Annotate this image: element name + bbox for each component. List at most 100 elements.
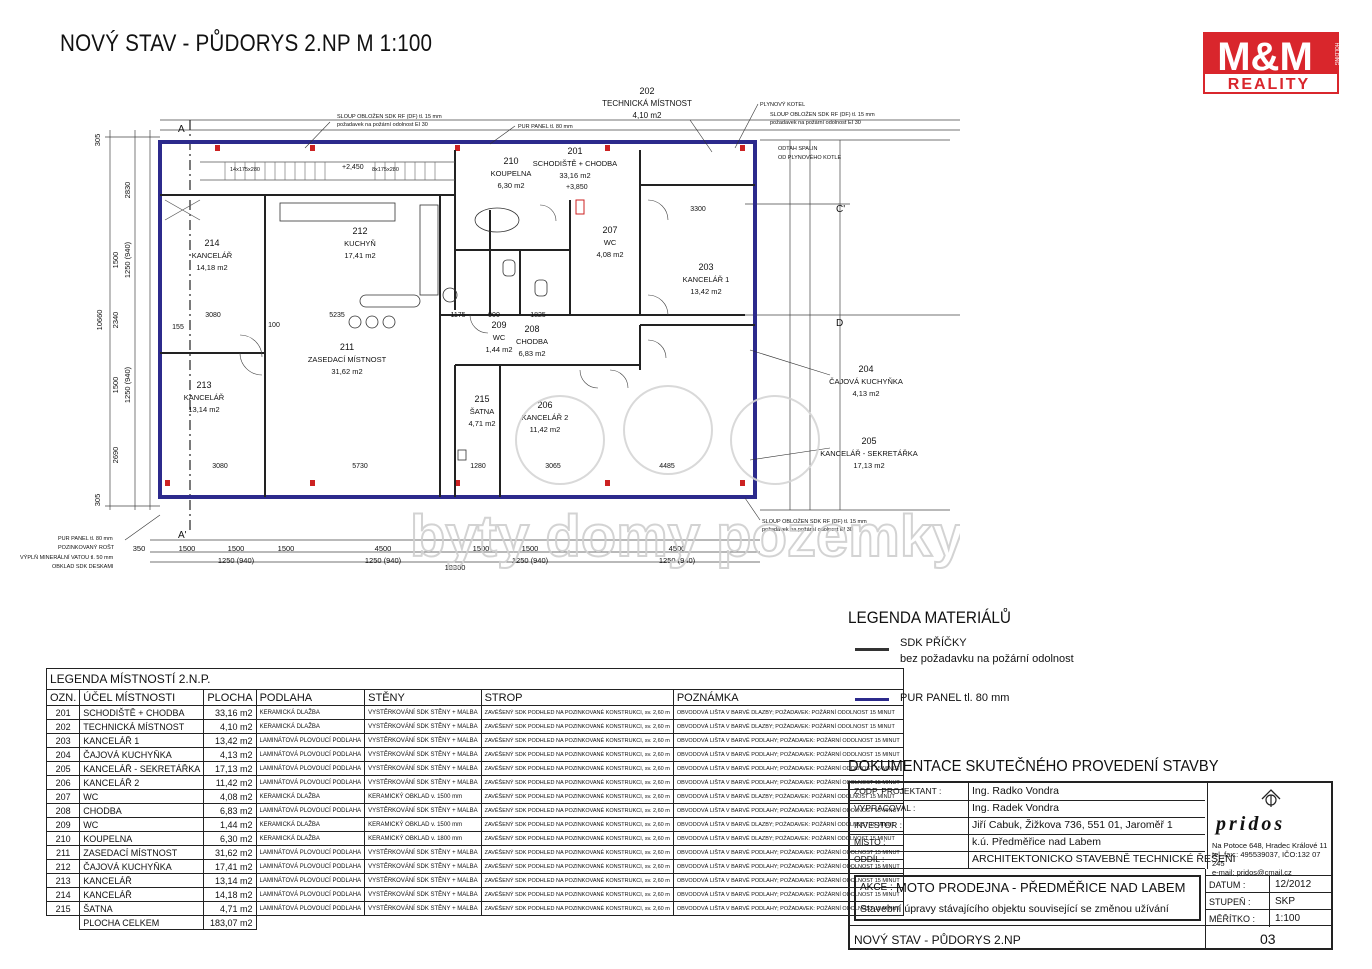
svg-text:1500: 1500 (228, 544, 245, 553)
rooms-header-3: PODLAHA (255, 689, 366, 706)
room-cell: 33,16 m2 (203, 705, 257, 720)
room-cell: 205 (45, 761, 81, 776)
room-211-area: 31,62 m2 (331, 367, 362, 376)
room-cell: KERAMICKÝ OBKLAD v. 1500 mm (364, 817, 482, 832)
room-cell: KERAMICKÝ OBKLAD v. 1800 mm (364, 831, 482, 846)
note-left2: POZINKOVANÝ ROŠT (58, 544, 115, 551)
logo-line2: REALITY (1228, 76, 1310, 93)
room-cell: VYSTĚRKOVÁNÍ SDK STĚNY + MALBA (364, 747, 482, 762)
room-cell: ČAJOVÁ KUCHYŇKA (79, 747, 205, 762)
note-left4: OBKLAD SDK DESKAMI (52, 564, 114, 570)
tb-row-vypracoval: VYPRACOVAL :Ing. Radek Vondra (850, 800, 1205, 818)
room-208-area: 6,83 m2 (518, 349, 545, 358)
svg-text:305: 305 (93, 134, 102, 147)
room-cell: 209 (45, 817, 81, 832)
level1-label: +2,450 (342, 164, 364, 171)
room-203-area: 13,42 m2 (690, 287, 721, 296)
watermark: byty domy pozemky (409, 385, 960, 570)
pridos-logo-block: pridos Na Potoce 648, Hradec Králové 11 … (1207, 783, 1334, 877)
svg-text:900: 900 (488, 312, 500, 319)
svg-text:1280: 1280 (470, 463, 486, 470)
svg-text:305: 305 (93, 494, 102, 507)
room-cell: KERAMICKÁ DLAŽBA (255, 831, 366, 846)
room-cell: LAMINÁTOVÁ PLOVOUCÍ PODLAHA (255, 887, 366, 902)
room-cell: CHODBA (79, 803, 205, 818)
room-cell: KOUPELNA (79, 831, 205, 846)
room-cell: SCHODIŠTĚ + CHODBA (79, 705, 205, 720)
svg-text:4485: 4485 (659, 463, 675, 470)
room-213-area: 13,14 m2 (188, 405, 219, 414)
room-cell: VYSTĚRKOVÁNÍ SDK STĚNY + MALBA (364, 873, 482, 888)
tb-datum: DATUM :12/2012 (1205, 875, 1333, 893)
room-cell: KANCELÁŘ (79, 887, 205, 902)
legend-materials-title: LEGENDA MATERIÁLŮ (848, 608, 1011, 627)
room-214-area: 14,18 m2 (196, 263, 227, 272)
section-a2-label: A' (178, 530, 187, 541)
note-left3: VÝPLŇ MINERÁLNÍ VATOU tl. 50 mm (20, 554, 114, 561)
room-cell: OBVODOVÁ LIŠTA V BARVĚ PODLAHY; POŽADAVE… (672, 733, 904, 748)
tb-stupen: STUPEŇ :SKP (1205, 892, 1333, 910)
svg-text:10660: 10660 (95, 310, 104, 331)
svg-text:1175: 1175 (450, 312, 465, 319)
room-cell: KANCELÁŘ 2 (79, 775, 205, 790)
room-cell: ZAVĚŠENÝ SDK PODHLED NA POZINKOVANÉ KONS… (480, 845, 674, 860)
note-sloup-right: SLOUP OBLOŽEN SDK RF (DF) tl. 15 mm (770, 110, 875, 118)
room-cell: LAMINÁTOVÁ PLOVOUCÍ PODLAHA (255, 859, 366, 874)
svg-text:1825: 1825 (530, 312, 546, 319)
room-cell: LAMINÁTOVÁ PLOVOUCÍ PODLAHA (255, 873, 366, 888)
room-205-area: 17,13 m2 (853, 461, 884, 470)
room-201-name: SCHODIŠTĚ + CHODBA (533, 159, 617, 168)
room-cell: OBVODOVÁ LIŠTA V BARVĚ DLAZBY; POŽADAVEK… (672, 719, 904, 734)
room-cell: 208 (45, 803, 81, 818)
room-cell: LAMINÁTOVÁ PLOVOUCÍ PODLAHA (255, 733, 366, 748)
total-width-dim: 18300 (445, 563, 466, 572)
svg-text:100: 100 (268, 322, 280, 329)
svg-text:1250 (940): 1250 (940) (659, 556, 696, 565)
room-cell: LAMINÁTOVÁ PLOVOUCÍ PODLAHA (255, 747, 366, 762)
room-cell: LAMINÁTOVÁ PLOVOUCÍ PODLAHA (255, 761, 366, 776)
room-cell: KERAMICKÁ DLAŽBA (255, 789, 366, 804)
note-pur-top: PUR PANEL tl. 80 mm (518, 124, 573, 130)
room-210-area: 6,30 m2 (497, 181, 524, 190)
svg-text:155: 155 (172, 324, 184, 331)
rooms-header-6: POZNÁMKA (672, 689, 904, 706)
room-cell: 13,42 m2 (203, 733, 257, 748)
outer-wall (158, 140, 757, 499)
note-odtah2: OD PLYNOVÉHO KOTLE (778, 154, 841, 161)
room-204-num: 204 (858, 364, 873, 374)
room-cell: ZASEDACÍ MÍSTNOST (79, 845, 205, 860)
room-cell: ZAVĚŠENÝ SDK PODHLED NA POZINKOVANÉ KONS… (480, 901, 674, 916)
room-cell: KERAMICKÁ DLAŽBA (255, 705, 366, 720)
room-cell: ČAJOVÁ KUCHYŇKA (79, 859, 205, 874)
room-207-area: 4,08 m2 (596, 250, 623, 259)
room-206-num: 206 (537, 400, 552, 410)
svg-text:1500: 1500 (111, 377, 120, 394)
room-cell: ZAVĚŠENÝ SDK PODHLED NA POZINKOVANÉ KONS… (480, 803, 674, 818)
room-cell: OBVODOVÁ LIŠTA V BARVĚ PODLAHY; POŽADAVE… (672, 901, 904, 916)
rooms-header-1: ÚČEL MÍSTNOSTI (79, 689, 205, 706)
room-cell: ZAVĚŠENÝ SDK PODHLED NA POZINKOVANÉ KONS… (480, 775, 674, 790)
room-215-num: 215 (474, 394, 489, 404)
room-cell: LAMINÁTOVÁ PLOVOUCÍ PODLAHA (255, 901, 366, 916)
svg-text:350: 350 (133, 544, 146, 553)
floor-plan: A A' C' D (20, 86, 960, 572)
room-cell: ZAVĚŠENÝ SDK PODHLED NA POZINKOVANÉ KONS… (480, 887, 674, 902)
room-cell: 4,08 m2 (203, 789, 257, 804)
room-209-num: 209 (491, 320, 506, 330)
room-212-area: 17,41 m2 (344, 251, 375, 260)
svg-text:3080: 3080 (212, 463, 228, 470)
room-cell: ŠATNA (79, 901, 205, 916)
room-209-area: 1,44 m2 (485, 345, 512, 354)
room-208-name: CHODBA (516, 337, 548, 346)
tb-row-investor: INVESTOR :Jiří Cabuk, Žižkova 736, 551 0… (850, 817, 1205, 835)
note-odtah: ODTAH SPALIN (778, 146, 818, 152)
room-cell: 6,83 m2 (203, 803, 257, 818)
room-206-area: 11,42 m2 (530, 425, 561, 434)
